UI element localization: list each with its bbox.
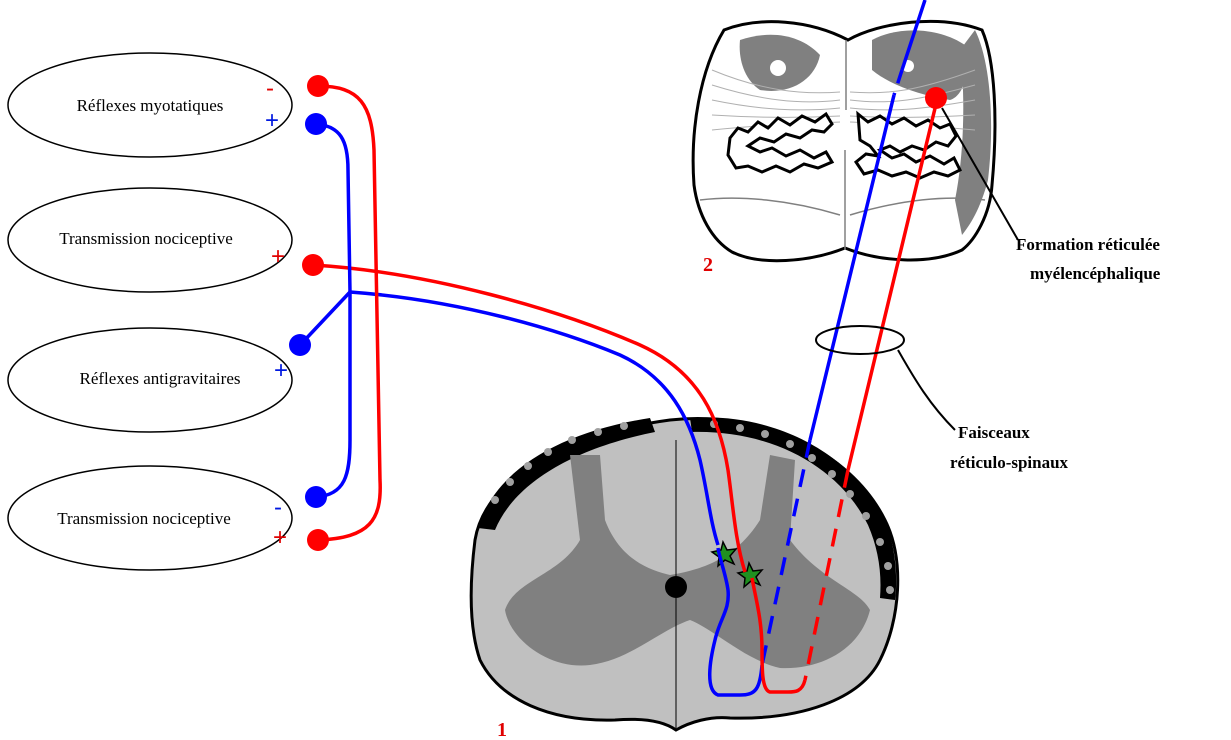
spinal-cord-rim: [478, 418, 655, 530]
label-section-1: 1: [497, 719, 507, 740]
box-nociceptive-1-sign-plus: +: [271, 243, 285, 270]
spinal-cord-section: [469, 417, 900, 732]
blue-tract-descending: [808, 94, 896, 441]
box-antigravity-label: Réflexes antigravitaires: [80, 369, 241, 388]
box-myotatic-label: Réflexes myotatiques: [77, 96, 224, 115]
red-tract-descending: [846, 99, 939, 471]
terminals: [289, 75, 947, 551]
medulla-spot-left: [770, 60, 786, 76]
medulla-gray-right-edge: [955, 30, 992, 235]
label-section-2: 2: [703, 254, 713, 276]
pathways: [300, 0, 939, 697]
blue-tract-top: [900, 0, 927, 71]
terminal-red-2: [302, 254, 324, 276]
inferior-olive-left: [726, 111, 835, 174]
red-tract-cord-dashed: [803, 469, 850, 681]
blue-branch-antigravity: [300, 290, 352, 345]
box-antigravity: [7, 327, 293, 433]
tracts-leader: [897, 349, 956, 431]
box-myotatic: [7, 52, 293, 158]
reticular-label-line1: Formation réticulée: [1016, 235, 1160, 254]
box-myotatic-sign-plus: +: [265, 107, 279, 134]
box-nociceptive-1: [7, 187, 293, 293]
tracts-label-line2: réticulo-spinaux: [950, 453, 1069, 472]
inferior-olive-right: [853, 110, 963, 180]
rim-fibers: [491, 420, 894, 594]
annotations: Formation réticulée myélencéphalique Fai…: [497, 107, 1161, 740]
effect-boxes: Réflexes myotatiques - + Transmission no…: [7, 52, 293, 571]
tracts-ring: [815, 325, 905, 355]
red-vertical: [317, 84, 382, 542]
terminal-blue-1: [305, 113, 327, 135]
medulla-gray-right: [872, 30, 967, 101]
reticular-leader: [941, 107, 1019, 241]
box-antigravity-sign-plus: +: [274, 357, 288, 384]
tracts-label-line1: Faisceaux: [958, 423, 1030, 442]
terminal-blue-4: [305, 486, 327, 508]
blue-tract-medulla-dashed: [892, 69, 904, 96]
central-canal: [665, 576, 687, 598]
blue-vertical: [315, 122, 352, 499]
interneuron-1: [710, 539, 738, 568]
red-projection-nociceptive: [312, 263, 747, 573]
terminal-blue-3: [289, 334, 311, 356]
box-nociceptive-2-sign-minus: -: [274, 494, 282, 521]
blue-projection: [349, 290, 720, 546]
terminal-red-4: [307, 529, 329, 551]
terminal-red-1: [307, 75, 329, 97]
box-myotatic-sign-minus: -: [266, 75, 274, 102]
reticular-label-line2: myélencéphalique: [1030, 264, 1161, 283]
box-nociceptive-2-label: Transmission nociceptive: [57, 509, 231, 528]
box-nociceptive-2: [7, 465, 293, 571]
blue-tract-cord-dashed: [760, 439, 812, 666]
gray-matter: [505, 455, 870, 669]
blue-tract-terminal: [708, 547, 764, 697]
box-nociceptive-2-sign-plus: +: [273, 524, 287, 551]
red-tract-terminal: [750, 577, 807, 694]
reticular-formation-dot: [925, 87, 947, 109]
medulla-section: [691, 19, 997, 263]
box-nociceptive-1-label: Transmission nociceptive: [59, 229, 233, 248]
